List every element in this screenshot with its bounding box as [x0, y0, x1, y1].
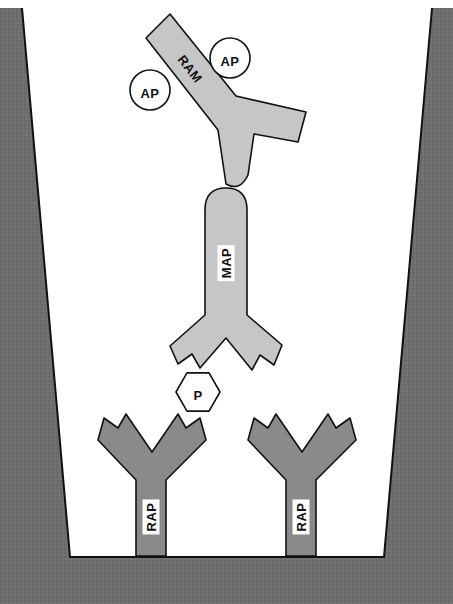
shape-outline — [146, 14, 306, 187]
node-label: AP — [220, 55, 239, 68]
shape-outline — [176, 373, 220, 411]
node-label: P — [193, 389, 202, 402]
protein-antigen-hexagon: P — [176, 370, 220, 414]
node-label: MAP — [218, 245, 235, 281]
node-outline — [246, 412, 358, 558]
rabbit-anti-protein-antibody: RAP — [246, 412, 358, 558]
shape-outline — [210, 38, 250, 78]
rabbit-anti-protein-antibody: RAP — [96, 412, 208, 558]
alkaline-phosphatase-circle: AP — [130, 70, 170, 110]
shape-outline — [248, 414, 356, 556]
shape-outline — [130, 70, 170, 110]
node-label: AP — [140, 87, 159, 100]
well-inner-edge — [22, 8, 432, 557]
node-label: RAP — [143, 500, 160, 535]
shape-outline — [98, 414, 206, 556]
node-outline — [96, 412, 208, 558]
node-label: RAP — [293, 500, 310, 535]
shape-outline — [170, 188, 282, 370]
well-wall — [0, 8, 453, 604]
alkaline-phosphatase-circle: AP — [210, 38, 250, 78]
mouse-anti-protein-antibody: MAP — [166, 186, 286, 372]
